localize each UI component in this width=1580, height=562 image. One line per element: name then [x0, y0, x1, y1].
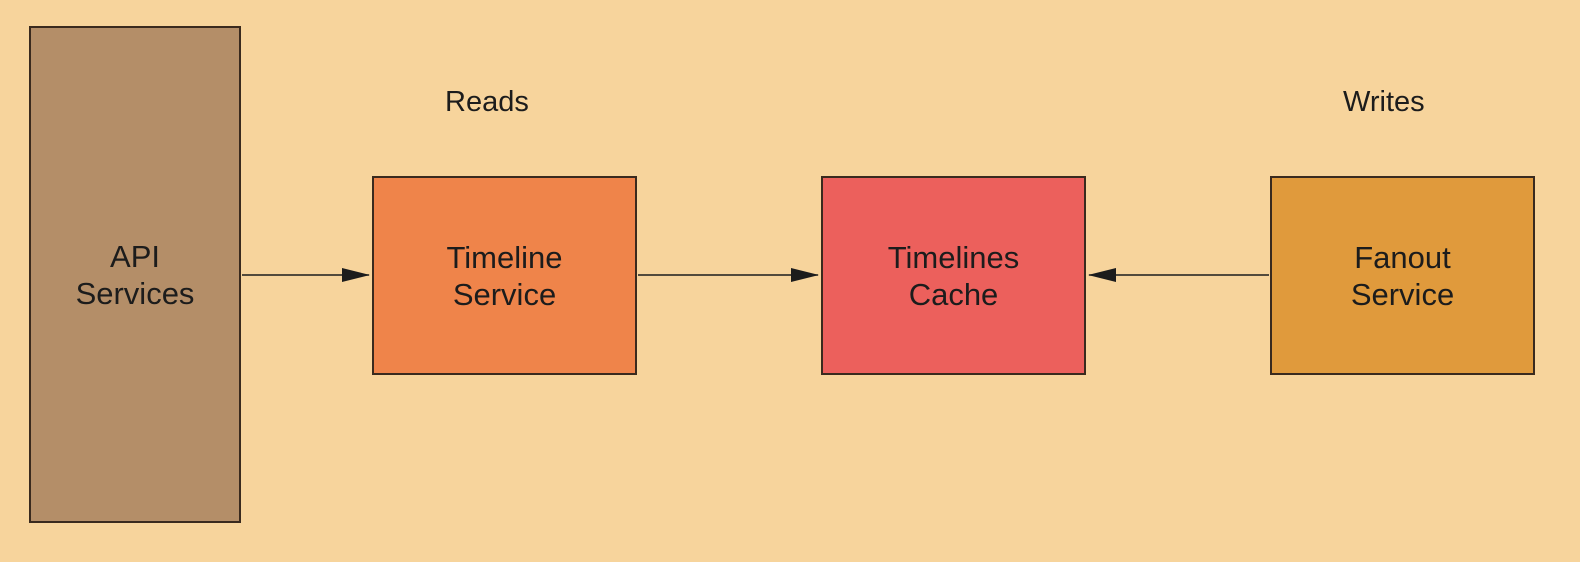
- timelines-cache-label-line2: Cache: [908, 276, 999, 312]
- api-services-label-line1: API: [110, 238, 160, 274]
- timeline-service-label-line2: Service: [452, 276, 557, 312]
- timelines-cache-box: Timelines Cache: [821, 176, 1086, 375]
- api-services-box: API Services: [29, 26, 241, 523]
- timeline-service-box: Timeline Service: [372, 176, 637, 375]
- reads-label: Reads: [445, 86, 529, 118]
- fanout-service-box: Fanout Service: [1270, 176, 1535, 375]
- fanout-service-label-line2: Service: [1350, 276, 1455, 312]
- timelines-cache-label-line1: Timelines: [887, 239, 1020, 275]
- api-services-label-line2: Services: [75, 275, 195, 311]
- writes-label: Writes: [1343, 86, 1425, 118]
- fanout-service-label-line1: Fanout: [1354, 239, 1451, 275]
- timeline-service-label-line1: Timeline: [446, 239, 563, 275]
